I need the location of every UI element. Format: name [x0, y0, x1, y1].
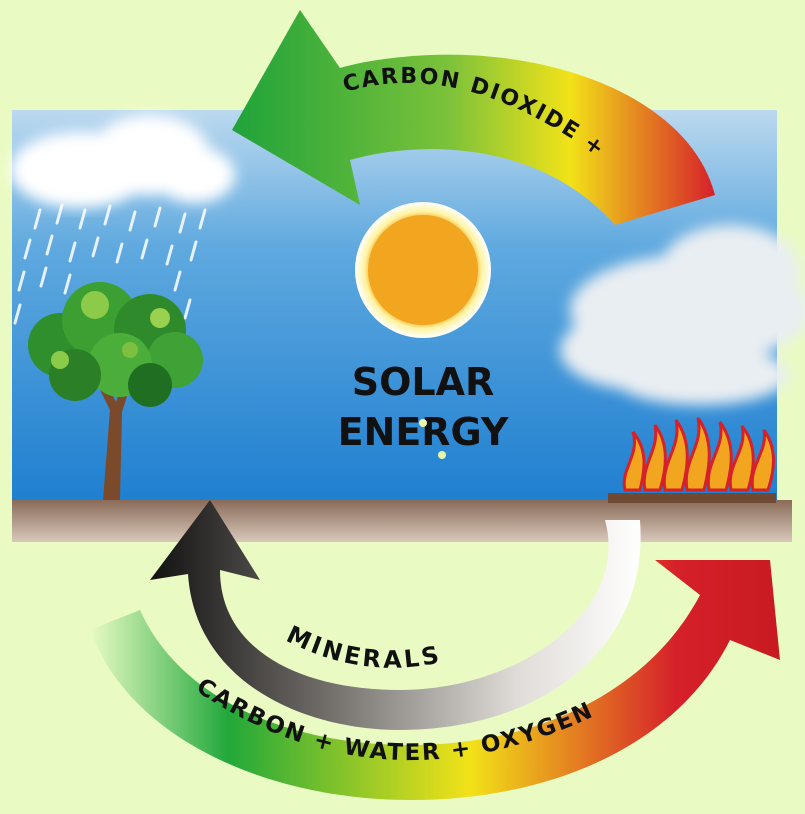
solar-energy-label-line1: SOLAR	[352, 360, 495, 404]
fire-icon	[608, 417, 776, 503]
ground-strip	[12, 500, 792, 542]
sun-icon	[355, 202, 491, 338]
rain-cloud-icon	[10, 115, 235, 325]
sparkle-dot	[438, 451, 446, 459]
solar-energy-label-line2: ENERGY	[338, 410, 509, 454]
smoke-cloud-icon	[560, 225, 805, 405]
sparkle-dot	[419, 419, 427, 427]
minerals-label: MINERALS	[282, 620, 441, 673]
svg-text:MINERALS: MINERALS	[282, 620, 444, 673]
tree-icon	[28, 282, 203, 500]
